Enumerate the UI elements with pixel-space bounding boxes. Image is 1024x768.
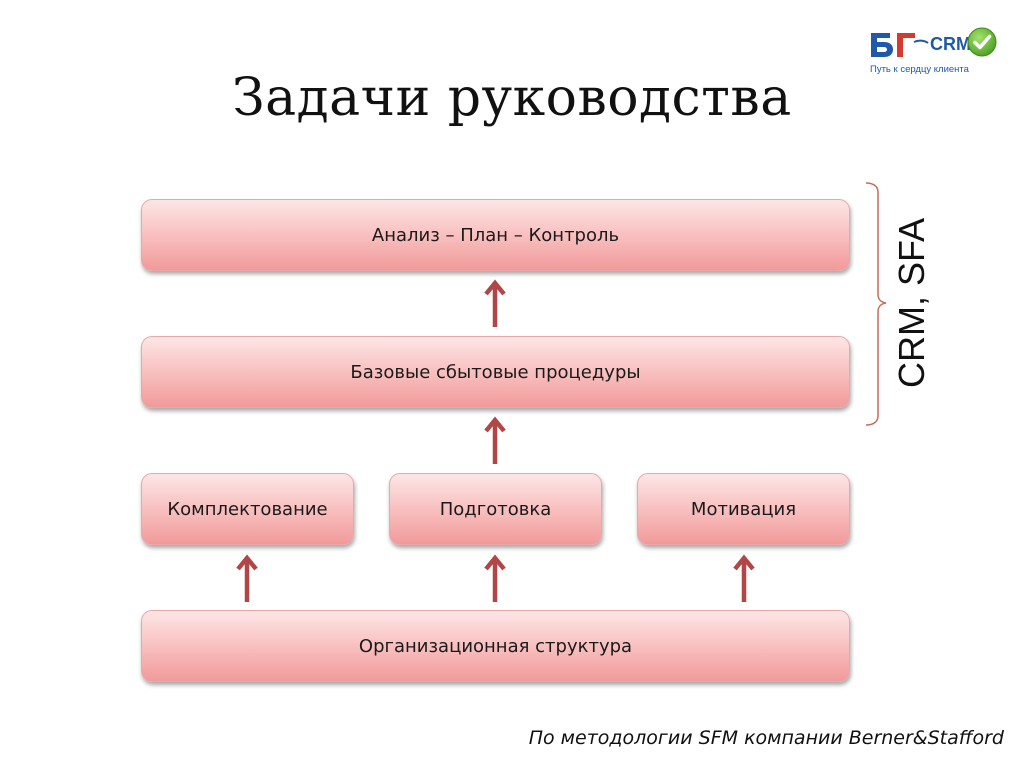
- box-org-structure: Организационная структура: [141, 610, 850, 682]
- box-label: Анализ – План – Контроль: [371, 224, 620, 246]
- box-label: Организационная структура: [358, 635, 633, 657]
- box-motivation: Мотивация: [637, 473, 850, 545]
- arrow-up-icon: [236, 554, 258, 602]
- footer-caption: По методологии SFM компании Berner&Staff…: [528, 727, 1004, 749]
- arrow-up-icon: [484, 416, 506, 464]
- arrow-up-icon: [733, 554, 755, 602]
- box-base-sales-procedures: Базовые сбытовые процедуры: [141, 336, 850, 408]
- logo-tagline: Путь к сердцу клиента: [870, 64, 969, 75]
- box-staffing: Комплектование: [141, 473, 354, 545]
- arrow-up-icon: [484, 279, 506, 327]
- box-label: Подготовка: [439, 498, 552, 520]
- logo-mark-icon: [871, 33, 929, 57]
- right-brace-icon: [865, 182, 887, 426]
- box-label: Базовые сбытовые процедуры: [350, 361, 641, 383]
- box-analysis-plan-control: Анализ – План – Контроль: [141, 199, 850, 271]
- arrow-up-icon: [484, 554, 506, 602]
- company-logo: CRM Путь к сердцу клиента: [868, 26, 1000, 82]
- box-training: Подготовка: [389, 473, 602, 545]
- box-label: Комплектование: [167, 498, 328, 520]
- side-label-text: CRM, SFA: [891, 217, 932, 389]
- logo-crm-text: CRM: [930, 34, 971, 54]
- slide-title: Задачи руководства: [232, 68, 792, 128]
- box-label: Мотивация: [690, 498, 797, 520]
- check-circle-icon: [967, 27, 997, 57]
